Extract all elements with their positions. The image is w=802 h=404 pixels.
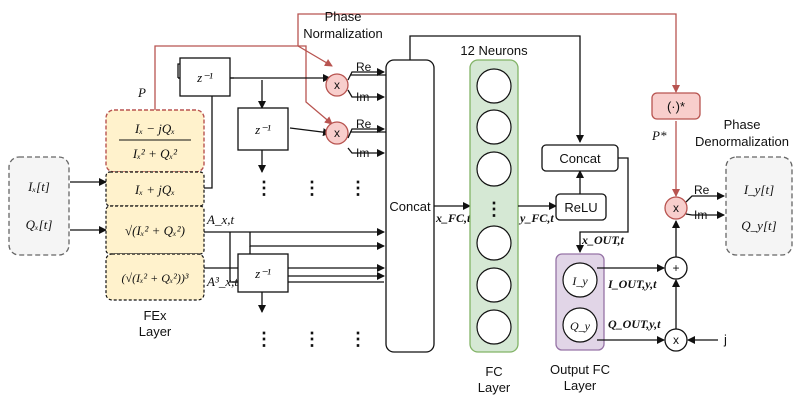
- fc-layer-label-2: Layer: [478, 380, 511, 395]
- fc-neurons: ⋮: [476, 68, 512, 345]
- fc-layer-label-1: FC: [485, 364, 502, 379]
- fex-amplitude-cubed-label: (√(Iₓ² + Qₓ²))³: [122, 271, 189, 285]
- input-q-label: Qₓ[t]: [26, 217, 53, 232]
- svg-text:⋮: ⋮: [255, 329, 273, 349]
- neuron-10: [476, 225, 512, 261]
- output-signal-box: [725, 156, 793, 256]
- neuron-1: [476, 68, 512, 104]
- relu-label: ReLU: [564, 200, 597, 215]
- concat-main-label: Concat: [389, 199, 431, 214]
- continuation-dots-upper: ⋮ ⋮ ⋮: [255, 178, 367, 198]
- delay-label-3: z⁻¹: [254, 266, 271, 281]
- delay-label-1: z⁻¹: [196, 70, 213, 85]
- neurons-count-label: 12 Neurons: [460, 43, 528, 58]
- amplitude-wires: [204, 228, 385, 313]
- conjugate-label: (·)*: [667, 99, 685, 114]
- svg-text:⋮: ⋮: [303, 329, 321, 349]
- output-neuron-i-label: I_y: [571, 274, 588, 288]
- p-label: P: [137, 85, 146, 100]
- delay-block-1: [179, 57, 231, 97]
- denorm-mul-label: x: [673, 201, 679, 215]
- signal-x-fc-label: x_FC,t: [435, 211, 471, 225]
- delay-block-3: [237, 253, 289, 293]
- signal-a3-label: A³_x,t: [206, 274, 238, 289]
- output-neuron-q: [562, 307, 598, 343]
- relu-block: [555, 193, 607, 221]
- output-i-label: I_y[t]: [743, 182, 774, 197]
- delay-block-2: [237, 107, 289, 151]
- phase-norm-title-1: Phase: [325, 9, 362, 24]
- fex-amplitude-cubed-block: [105, 253, 205, 301]
- phase-denorm-title-2: Denormalization: [695, 134, 789, 149]
- signal-a-label: A_x,t: [206, 212, 234, 227]
- neuron-ellipsis: ⋮: [485, 199, 503, 219]
- svg-text:⋮: ⋮: [303, 178, 321, 198]
- phase-denorm-multiplier: [664, 196, 688, 220]
- re-label-1: Re: [356, 60, 372, 74]
- continuation-dots-lower: ⋮ ⋮ ⋮: [255, 329, 367, 349]
- output-fc-label-1: Output FC: [550, 362, 610, 377]
- neuron-12: [476, 309, 512, 345]
- signal-y-fc-label: y_FC,t: [518, 211, 554, 225]
- phase-wires: [154, 13, 680, 197]
- fex-norm-denominator: Iₓ² + Qₓ²: [132, 146, 178, 161]
- j-multiplier-label: x: [673, 333, 679, 347]
- fex-complex-label: Iₓ + jQₓ: [134, 182, 175, 197]
- input-i-label: Iₓ[t]: [27, 179, 50, 194]
- p-star-label: P*: [651, 128, 667, 143]
- im-label-2: Im: [356, 146, 369, 160]
- fex-layer-label-1: FEx: [143, 308, 167, 323]
- output-fc-label-2: Layer: [564, 378, 597, 393]
- im-label-1: Im: [356, 90, 369, 104]
- fex-amplitude-label: √(Iₓ² + Qₓ²): [125, 223, 185, 238]
- mul-label-1: x: [334, 78, 340, 92]
- fex-norm-numerator: Iₓ − jQₓ: [134, 121, 175, 136]
- neuron-11: [476, 267, 512, 303]
- signal-i-out-label: I_OUT,y,t: [607, 277, 657, 291]
- fex-layer: Iₓ − jQₓ Iₓ² + Qₓ² Iₓ + jQₓ √(Iₓ² + Qₓ²)…: [105, 109, 205, 339]
- svg-text:⋮: ⋮: [349, 329, 367, 349]
- re-im-outputs: Re Im Re Im: [347, 60, 385, 160]
- phase-norm-multiplier-2: [325, 121, 349, 145]
- phase-norm-multiplier-1: [325, 73, 349, 97]
- svg-text:⋮: ⋮: [255, 178, 273, 198]
- output-neuron-i: [562, 262, 598, 298]
- im-label-out: Im: [694, 208, 707, 222]
- re-label-out: Re: [694, 183, 710, 197]
- concat-small-label: Concat: [559, 151, 601, 166]
- phase-denorm-title-1: Phase: [724, 117, 761, 132]
- signal-x-out-label: x_OUT,t: [581, 233, 625, 247]
- neuron-3: [476, 151, 512, 187]
- adder-label: +: [672, 261, 679, 275]
- signal-q-out-label: Q_OUT,y,t: [608, 317, 661, 331]
- neuron-2: [476, 109, 512, 145]
- mul-label-2: x: [334, 126, 340, 140]
- phase-norm-title-2: Normalization: [303, 26, 382, 41]
- conjugate-block: [651, 92, 701, 120]
- fex-complex-block: [105, 171, 205, 207]
- output-q-label: Q_y[t]: [741, 218, 776, 233]
- svg-text:⋮: ⋮: [349, 178, 367, 198]
- re-label-2: Re: [356, 117, 372, 131]
- fex-layer-label-2: Layer: [139, 324, 172, 339]
- j-label: j: [723, 332, 727, 347]
- delay-label-2: z⁻¹: [254, 122, 271, 137]
- output-neuron-q-label: Q_y: [570, 319, 591, 333]
- input-signal-box: [8, 156, 70, 256]
- fex-phase-norm-block: [105, 109, 205, 173]
